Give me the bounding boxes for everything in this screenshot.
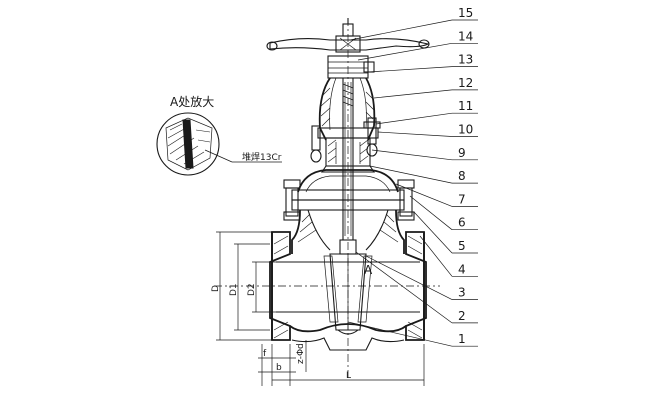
dim-z-d: z-Φd	[296, 343, 306, 364]
dim-d1: D1	[229, 283, 239, 296]
part-number-4: 4	[458, 262, 466, 276]
part-number-3: 3	[458, 286, 466, 300]
part-number-1: 1	[458, 332, 466, 346]
dim-f: f	[263, 349, 267, 359]
part-number-13: 13	[458, 53, 473, 67]
detail-a-leader	[204, 149, 233, 163]
callout-leader	[413, 211, 453, 254]
detail-a-circle	[156, 112, 220, 176]
dim-d2: D2	[247, 283, 257, 296]
valve-body	[283, 169, 415, 254]
callout-leader	[355, 251, 453, 324]
callout-leader	[367, 66, 453, 73]
detail-a-view: A处放大 堆焊13Cr	[156, 94, 282, 176]
part-number-7: 7	[458, 192, 466, 206]
part-number-9: 9	[458, 146, 466, 160]
part-number-12: 12	[458, 76, 473, 90]
dim-d: D	[211, 285, 221, 292]
part-number-14: 14	[458, 29, 473, 43]
dimension-lines	[216, 231, 425, 386]
detail-a-title: A处放大	[170, 94, 214, 109]
callout-leader	[375, 112, 453, 125]
part-callouts: 15 14 13 12 11 10 9 8 7 6 5 4 3 2 1	[347, 6, 478, 347]
callout-leader	[395, 183, 453, 207]
callout-leader	[373, 89, 453, 99]
yoke	[318, 55, 376, 141]
centerlines	[214, 18, 440, 378]
part-number-6: 6	[458, 216, 466, 230]
gland-and-bonnet	[310, 117, 381, 173]
part-number-15: 15	[458, 6, 473, 20]
part-number-5: 5	[458, 239, 466, 253]
gate-wedge	[323, 239, 373, 335]
callout-leader	[357, 42, 453, 61]
part-number-2: 2	[458, 309, 466, 323]
callout-leader	[365, 255, 453, 300]
detail-a-note: 堆焊13Cr	[242, 151, 282, 163]
callout-leader	[377, 131, 453, 137]
callout-leader	[371, 149, 453, 161]
part-number-11: 11	[458, 99, 473, 113]
dim-l: L	[346, 371, 351, 381]
callout-leader	[369, 165, 453, 184]
callout-leader	[419, 235, 453, 277]
part-number-8: 8	[458, 169, 466, 183]
callout-leader	[347, 321, 453, 347]
callout-leader	[349, 19, 453, 41]
section-marker-a: A	[364, 263, 373, 277]
part-number-10: 10	[458, 123, 473, 137]
callout-leader	[409, 195, 453, 230]
dim-b: b	[276, 363, 282, 373]
